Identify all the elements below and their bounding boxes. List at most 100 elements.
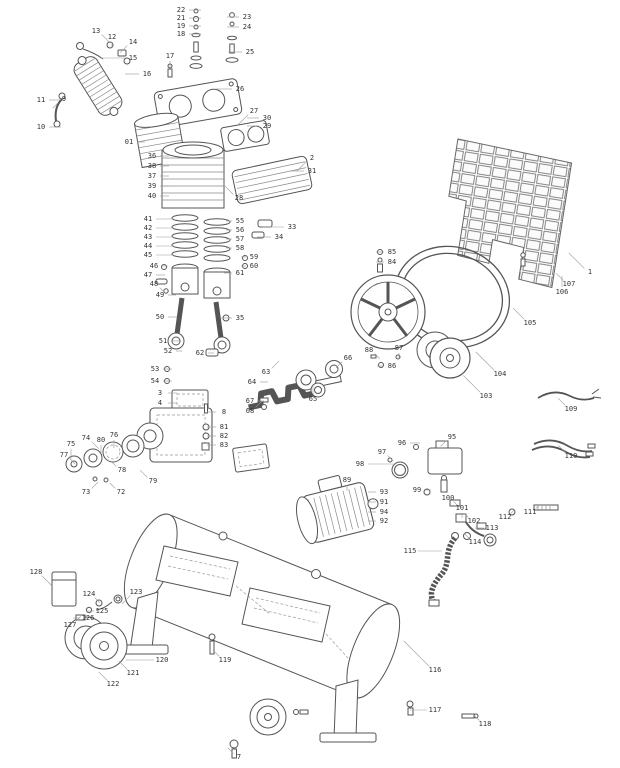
part-label-16: 16 [143, 70, 151, 78]
leader-line-28 [224, 185, 234, 195]
part-label-55: 55 [236, 217, 244, 225]
part-label-50: 50 [156, 313, 164, 321]
part-label-123: 123 [130, 588, 143, 596]
flywheel [350, 274, 426, 350]
leader-line-77 [69, 458, 76, 465]
part-label-121: 121 [127, 669, 140, 677]
leader-line-63 [271, 361, 279, 369]
crankcase-gasket-and-bolts [164, 366, 209, 411]
part-label-23: 23 [243, 13, 251, 21]
part-label-33: 33 [288, 223, 296, 231]
part-label-47: 47 [144, 271, 152, 279]
part-label-114: 114 [469, 538, 482, 546]
leader-line-68 [255, 401, 262, 408]
part-label-96: 96 [398, 439, 406, 447]
part-label-31: 31 [308, 167, 316, 175]
leader-line-100 [453, 501, 459, 507]
part-label-75: 75 [67, 440, 75, 448]
part-label-84: 84 [388, 258, 396, 266]
part-label-18: 18 [177, 30, 185, 38]
oil-fittings [201, 423, 210, 451]
part-label-42: 42 [144, 224, 152, 232]
part-label-27: 27 [250, 107, 258, 115]
crankcase [136, 403, 213, 463]
part-label-78: 78 [118, 466, 126, 474]
leader-line-104 [475, 351, 495, 371]
part-label-21: 21 [177, 14, 185, 22]
tank-ports [218, 531, 321, 579]
leader-line-88 [374, 353, 380, 359]
leader-line-9 [52, 102, 59, 109]
part-label-49: 49 [156, 291, 164, 299]
part-label-66: 66 [344, 354, 352, 362]
leader-line-74 [91, 441, 99, 449]
part-label-128: 128 [30, 568, 43, 576]
part-label-51: 51 [159, 337, 167, 345]
part-label-58: 58 [236, 244, 244, 252]
part-label-81: 81 [220, 423, 228, 431]
head-fasteners-right [225, 12, 239, 63]
part-label-26: 26 [236, 85, 244, 93]
part-label-106: 106 [556, 288, 569, 296]
part-label-4: 4 [158, 399, 162, 407]
leader-line-107 [556, 273, 564, 281]
left-wheels [64, 616, 128, 670]
part-label-95: 95 [448, 433, 456, 441]
part-label-17: 17 [166, 52, 174, 60]
part-label-86: 86 [388, 362, 396, 370]
drain-bolt [461, 713, 479, 719]
leader-line-127 [75, 616, 81, 622]
part-label-37: 37 [148, 172, 156, 180]
tank-drain [406, 700, 414, 716]
part-label-60: 60 [250, 262, 258, 270]
belt-guard-panel [448, 138, 573, 289]
leader-line-72 [109, 482, 116, 489]
part-label-15: 15 [129, 54, 137, 62]
cylinder-head-finned [231, 155, 313, 205]
leader-line-103 [463, 375, 481, 393]
part-label-01: 01 [125, 138, 133, 146]
part-label-127: 127 [64, 621, 77, 629]
part-label-68: 68 [246, 407, 254, 415]
part-label-59: 59 [250, 253, 258, 261]
part-label-10: 10 [37, 123, 45, 131]
part-label-45: 45 [144, 251, 152, 259]
part-label-97: 97 [378, 448, 386, 456]
leader-line-73 [91, 481, 99, 489]
part-label-74: 74 [82, 434, 90, 442]
part-label-13: 13 [92, 27, 100, 35]
part-label-93: 93 [380, 488, 388, 496]
leader-line-116 [403, 640, 430, 667]
flywheel-bolt-stack [377, 249, 383, 273]
part-label-48: 48 [150, 280, 158, 288]
part-label-54: 54 [151, 377, 159, 385]
part-label-35: 35 [236, 314, 244, 322]
part-label-57: 57 [236, 235, 244, 243]
rear-wheel [249, 698, 309, 736]
part-label-14: 14 [129, 38, 137, 46]
part-label-9: 9 [62, 95, 66, 103]
part-label-94: 94 [380, 508, 388, 516]
piston-left [171, 263, 199, 295]
leader-line-48 [159, 287, 165, 293]
part-label-36: 36 [148, 152, 156, 160]
part-label-102: 102 [468, 517, 481, 525]
piston-right [203, 267, 231, 299]
part-label-29: 29 [263, 122, 271, 130]
part-label-122: 122 [107, 680, 120, 688]
part-label-19: 19 [177, 22, 185, 30]
leader-line-110 [558, 445, 566, 453]
aftercooler [73, 56, 123, 116]
part-label-25: 25 [246, 48, 254, 56]
part-label-79: 79 [149, 477, 157, 485]
part-label-83: 83 [220, 441, 228, 449]
part-label-99: 99 [413, 486, 421, 494]
leader-line-111 [535, 503, 541, 509]
part-label-85: 85 [388, 248, 396, 256]
part-label-63: 63 [262, 368, 270, 376]
leader-line-128 [41, 575, 52, 586]
part-label-52: 52 [164, 347, 172, 355]
part-label-3: 3 [158, 389, 162, 397]
